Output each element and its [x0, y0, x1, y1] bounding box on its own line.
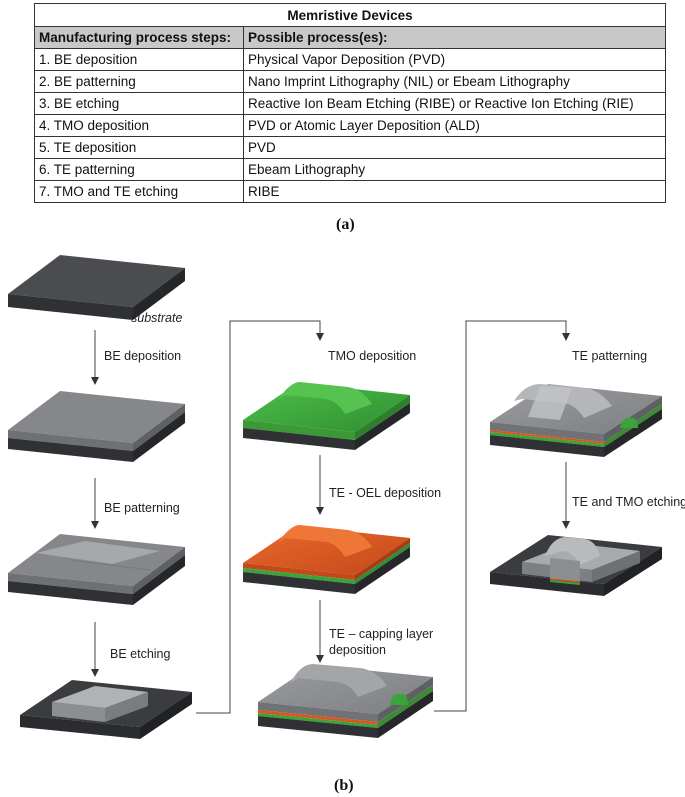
step-cell: 4. TMO deposition: [34, 114, 244, 137]
te-patterned-block: [490, 384, 662, 457]
process-cell: Reactive Ion Beam Etching (RIBE) or Reac…: [243, 92, 666, 115]
label-te-capping-1: TE – capping layer: [329, 627, 433, 641]
te-capping-deposited-block: [258, 664, 433, 738]
label-te-oel-deposition: TE - OEL deposition: [329, 486, 441, 500]
connector-col1-col2: [196, 320, 324, 714]
process-cell: Physical Vapor Deposition (PVD): [243, 48, 666, 71]
label-be-etching: BE etching: [110, 647, 171, 661]
header-steps: Manufacturing process steps:: [34, 26, 244, 49]
label-tmo-deposition: TMO deposition: [328, 349, 416, 363]
label-te-tmo-etching: TE and TMO etching: [572, 495, 685, 509]
substrate-block: [8, 255, 185, 320]
process-cell: PVD or Atomic Layer Deposition (ALD): [243, 114, 666, 137]
label-be-deposition: BE deposition: [104, 349, 181, 363]
caption-a: (a): [336, 216, 355, 233]
step-cell: 7. TMO and TE etching: [34, 180, 244, 203]
be-deposited-block: [8, 391, 185, 462]
process-cell: PVD: [243, 136, 666, 159]
step-cell: 2. BE patterning: [34, 70, 244, 93]
te-oel-deposited-block: [243, 525, 410, 594]
process-cell: Nano Imprint Lithography (NIL) or Ebeam …: [243, 70, 666, 93]
process-cell: RIBE: [243, 180, 666, 203]
step-cell: 1. BE deposition: [34, 48, 244, 71]
connector-col2-col3: [434, 320, 570, 712]
process-cell: Ebeam Lithography: [243, 158, 666, 181]
be-etched-block: [20, 680, 192, 739]
step-cell: 6. TE patterning: [34, 158, 244, 181]
label-be-patterning: BE patterning: [104, 501, 180, 515]
be-patterned-block: [8, 534, 185, 605]
step-cell: 5. TE deposition: [34, 136, 244, 159]
substrate-label: substrate: [131, 311, 182, 325]
step-cell: 3. BE etching: [34, 92, 244, 115]
tmo-deposited-block: [243, 382, 410, 450]
header-processes: Possible process(es):: [243, 26, 666, 49]
label-te-patterning: TE patterning: [572, 349, 647, 363]
caption-b: (b): [334, 777, 354, 794]
process-table: Memristive Devices Manufacturing process…: [34, 3, 666, 203]
table-title: Memristive Devices: [34, 3, 666, 27]
te-tmo-etched-block: [490, 535, 662, 596]
process-flow-diagram: substrate BE deposition BE patterning BE…: [8, 255, 685, 739]
label-te-capping-2: deposition: [329, 643, 386, 657]
